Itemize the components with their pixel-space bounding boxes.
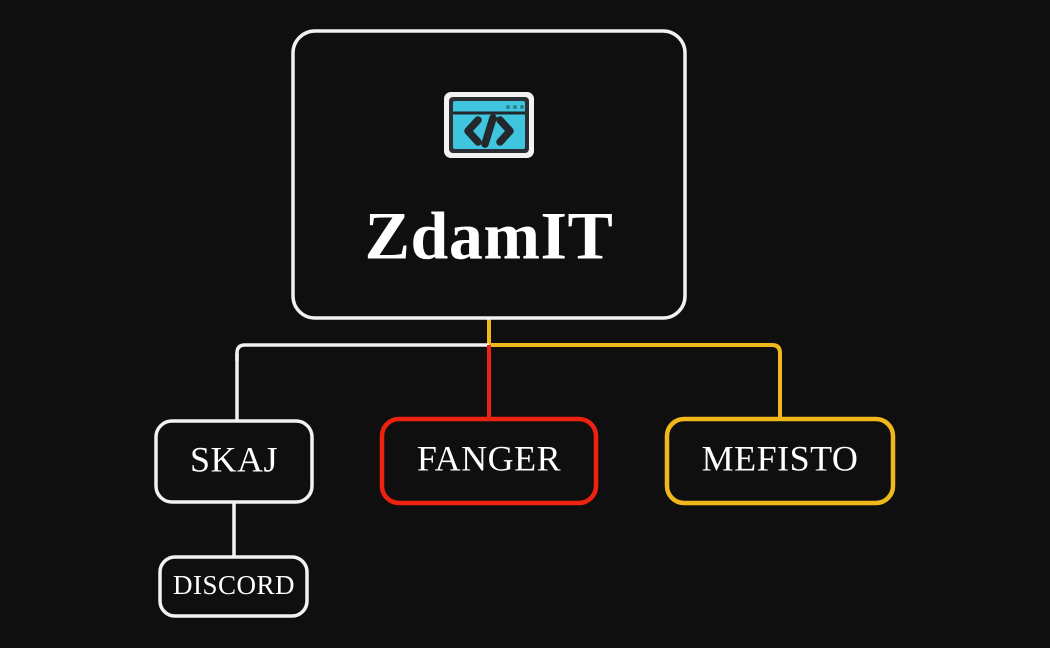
- node-root[interactable]: ZdamIT: [291, 29, 687, 320]
- node-discord-label: DISCORD: [173, 570, 295, 600]
- node-skaj[interactable]: SKAJ: [154, 419, 314, 504]
- node-fanger[interactable]: FANGER: [379, 416, 599, 506]
- node-skaj-box[interactable]: [154, 419, 314, 504]
- connector-layer: [232, 316, 782, 559]
- node-mefisto-box[interactable]: [664, 416, 896, 506]
- node-mefisto[interactable]: MEFISTO: [664, 416, 896, 506]
- root-label: ZdamIT: [365, 198, 614, 274]
- code-window-icon: [444, 92, 534, 158]
- node-mefisto-label: MEFISTO: [702, 438, 859, 478]
- node-fanger-label: FANGER: [417, 438, 561, 478]
- node-fanger-box[interactable]: [379, 416, 599, 506]
- node-discord-box[interactable]: [158, 555, 309, 618]
- node-root-box[interactable]: [291, 29, 687, 320]
- connector-bar-right: [489, 343, 782, 421]
- node-skaj-label: SKAJ: [190, 439, 278, 479]
- node-discord[interactable]: DISCORD: [158, 555, 309, 618]
- connector-bar-left: [235, 343, 489, 361]
